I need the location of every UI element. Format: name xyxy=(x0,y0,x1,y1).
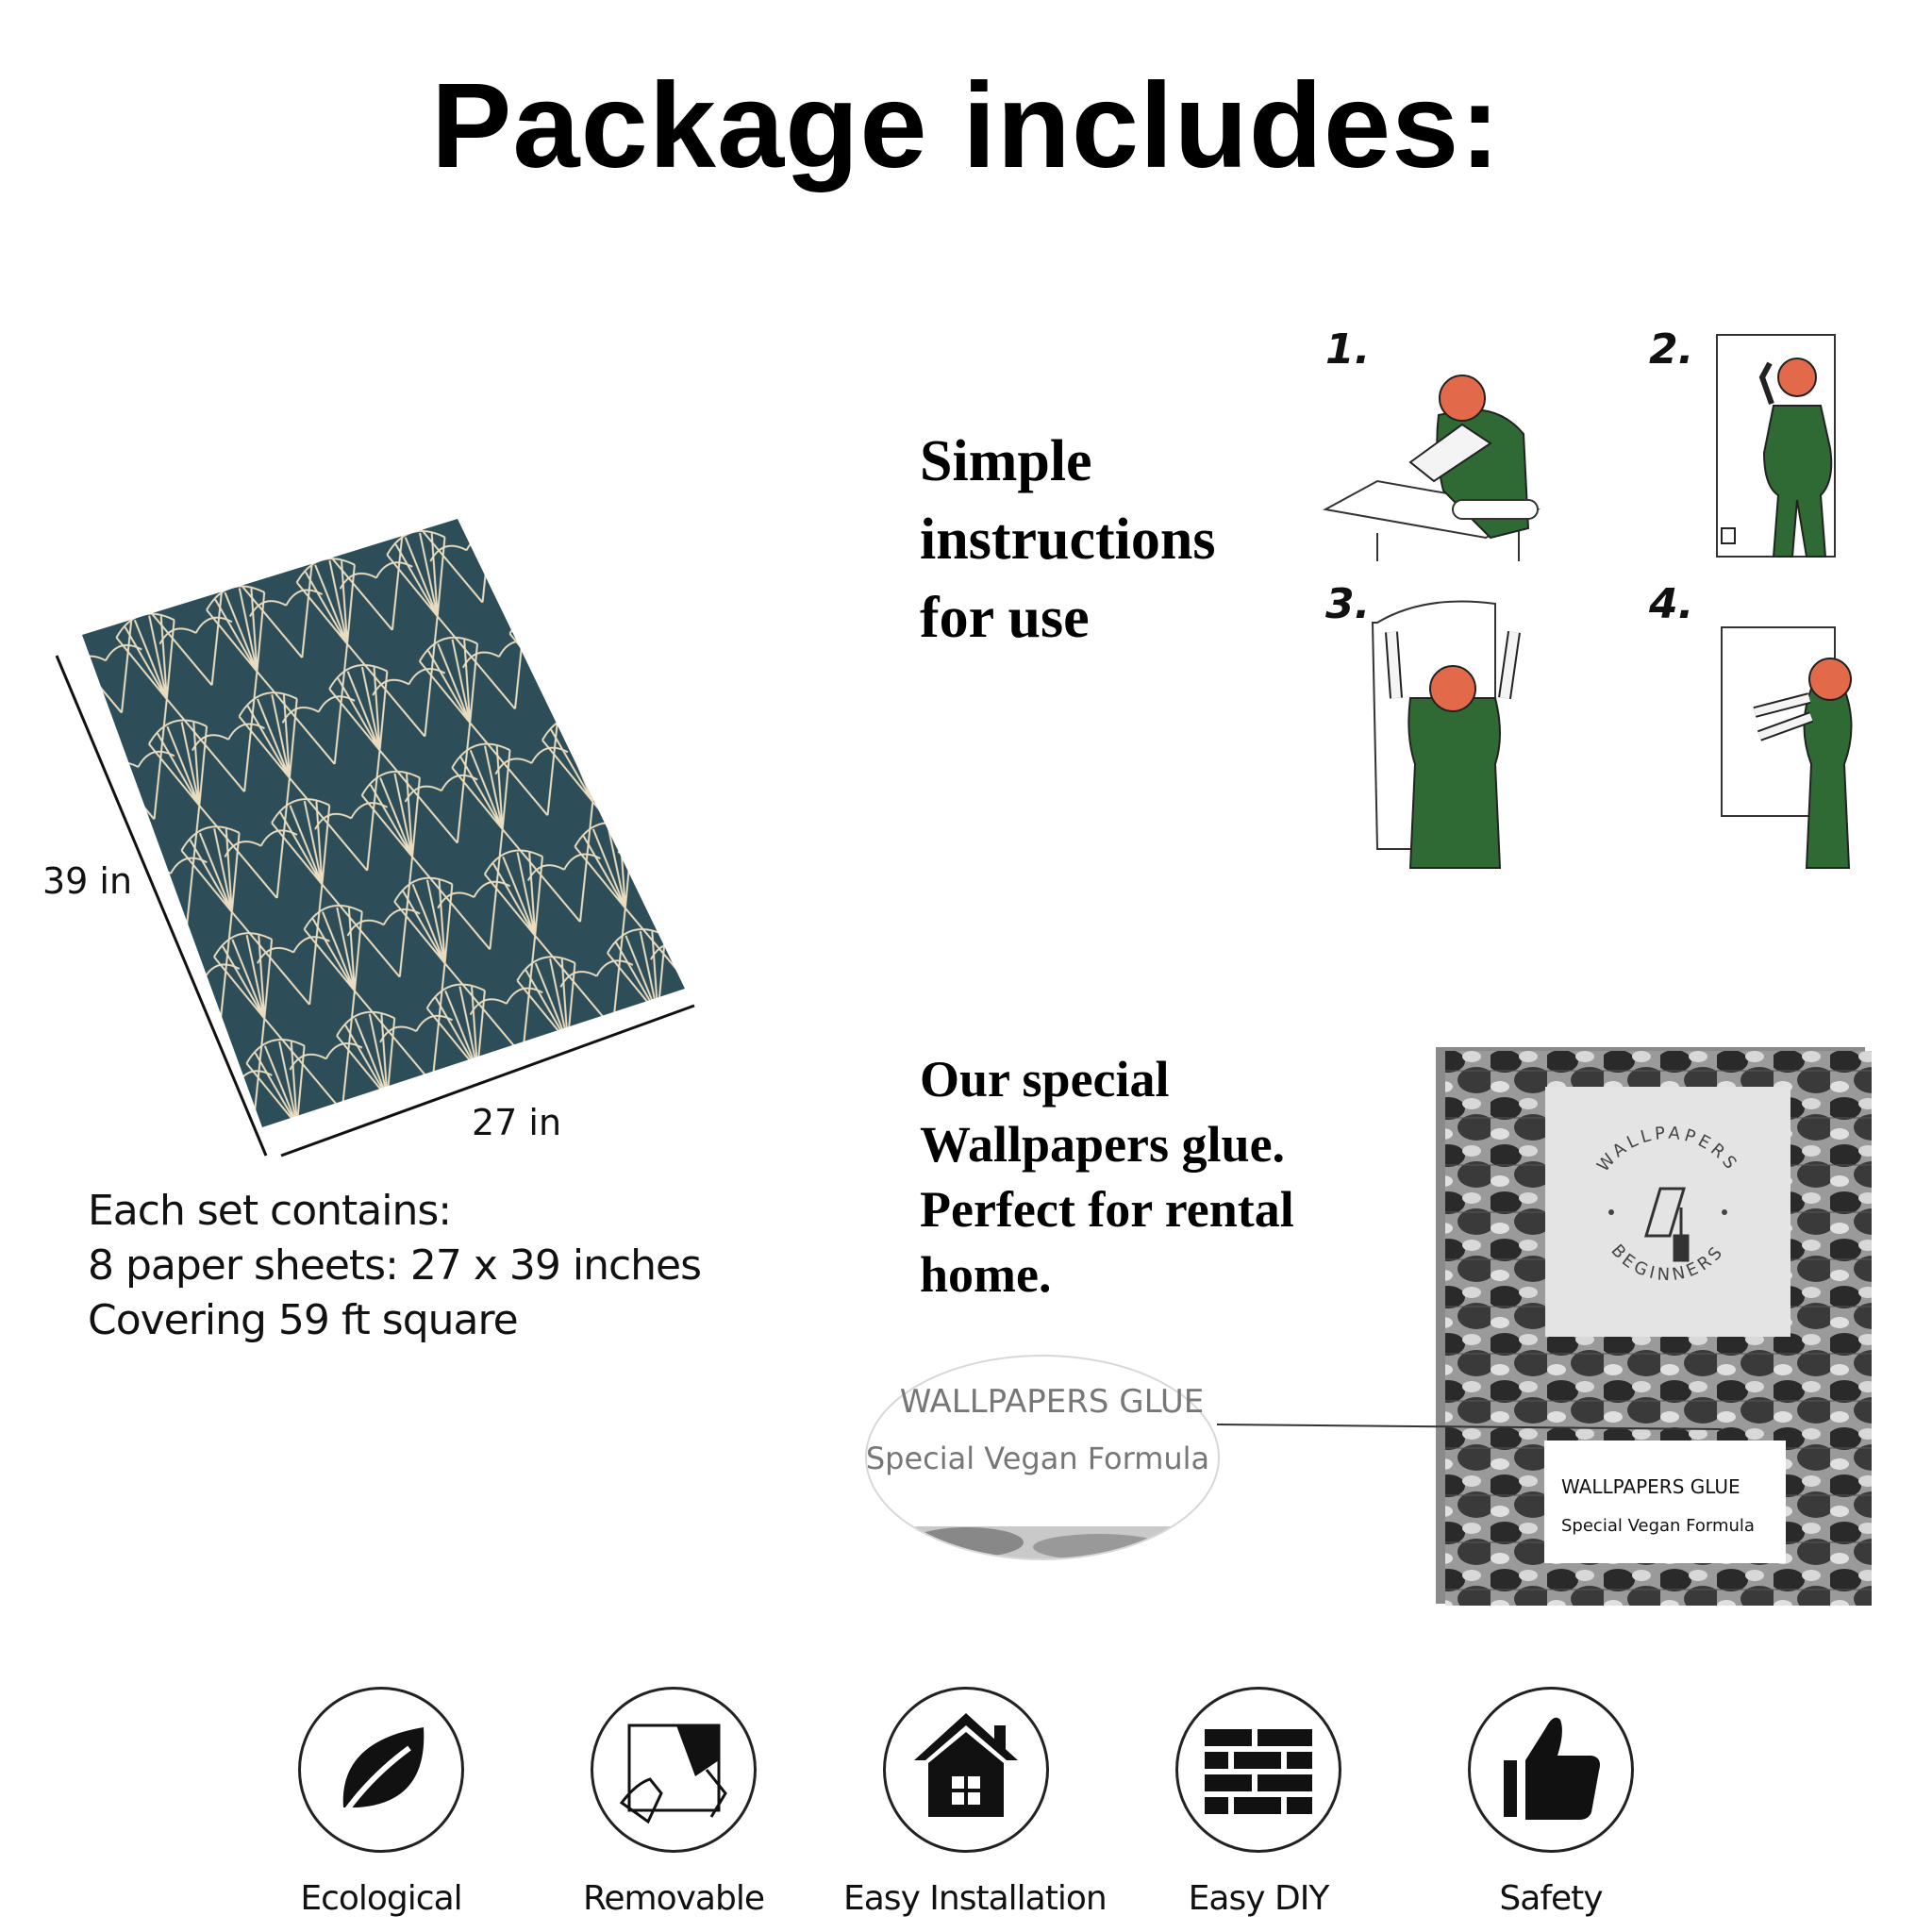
glue-label-zoom-callout: WALLPAPERS GLUE Special Vegan Formula xyxy=(865,1355,1723,1560)
step-number-2: 2. xyxy=(1649,325,1693,374)
step-2-figure xyxy=(1716,334,1836,558)
set-info-line-1: Each set contains: xyxy=(88,1187,452,1235)
wallpaper-sheet-illustration xyxy=(55,514,695,1158)
height-dimension-label: 39 in xyxy=(42,860,133,902)
feature-easy-diy: Easy DIY xyxy=(1136,1687,1381,1918)
feature-ecological: Ecological xyxy=(258,1687,504,1918)
glue-heading: Our special Wallpapers glue. Perfect for… xyxy=(920,1047,1294,1307)
set-contents-text: Each set contains: 8 paper sheets: 27 x … xyxy=(88,1184,702,1348)
feature-label: Safety xyxy=(1499,1879,1603,1918)
step-number-4: 4. xyxy=(1648,580,1693,628)
feature-label: Ecological xyxy=(300,1879,462,1918)
glue-heading-line: Perfect for rental xyxy=(920,1181,1294,1238)
package-label-subtitle: Special Vegan Formula xyxy=(1561,1516,1755,1536)
package-label-title: WALLPAPERS GLUE xyxy=(1561,1475,1740,1498)
house-icon xyxy=(914,1713,1018,1817)
feature-easy-installation: Easy Installation xyxy=(843,1687,1108,1918)
instruction-steps-illustration: 1. 2. 3. 4. xyxy=(1323,325,1853,869)
step-3-figure xyxy=(1371,600,1521,869)
step-number-1: 1. xyxy=(1325,325,1370,374)
glue-heading-line: Wallpapers glue. xyxy=(920,1116,1286,1173)
peel-icon xyxy=(619,1724,727,1824)
instructions-heading: Simple instructions for use xyxy=(920,423,1215,658)
glue-package-image: WALLPAPERS BEGINNERS WALLPAPERS GLUE Spe… xyxy=(1436,1047,1872,1606)
step-number-3: 3. xyxy=(1325,580,1370,628)
paint-brush-icon xyxy=(1643,1187,1690,1262)
glue-heading-line: Our special xyxy=(920,1051,1170,1108)
instructions-heading-line: instructions xyxy=(920,508,1216,572)
set-info-line-3: Covering 59 ft square xyxy=(88,1296,519,1344)
zoom-label-title: WALLPAPERS GLUE xyxy=(900,1383,1204,1421)
leaf-icon xyxy=(336,1727,425,1824)
feature-label: Removable xyxy=(582,1879,765,1918)
page-title: Package includes: xyxy=(431,58,1501,193)
glue-heading-line: home. xyxy=(920,1246,1052,1303)
feature-safety: Safety xyxy=(1428,1687,1674,1918)
step-1-figure xyxy=(1323,375,1541,561)
zoom-label-subtitle: Special Vegan Formula xyxy=(866,1441,1209,1476)
feature-label: Easy DIY xyxy=(1188,1879,1330,1918)
instructions-heading-line: Simple xyxy=(920,429,1092,493)
width-dimension-label: 27 in xyxy=(472,1102,562,1143)
step-4-figure xyxy=(1721,626,1853,869)
set-info-line-2: 8 paper sheets: 27 x 39 inches xyxy=(88,1241,702,1290)
instructions-heading-line: for use xyxy=(920,586,1090,650)
thumbs-up-icon xyxy=(1504,1717,1600,1820)
feature-label: Easy Installation xyxy=(843,1879,1108,1918)
feature-removable: Removable xyxy=(551,1687,796,1918)
bricks-icon xyxy=(1205,1729,1312,1814)
